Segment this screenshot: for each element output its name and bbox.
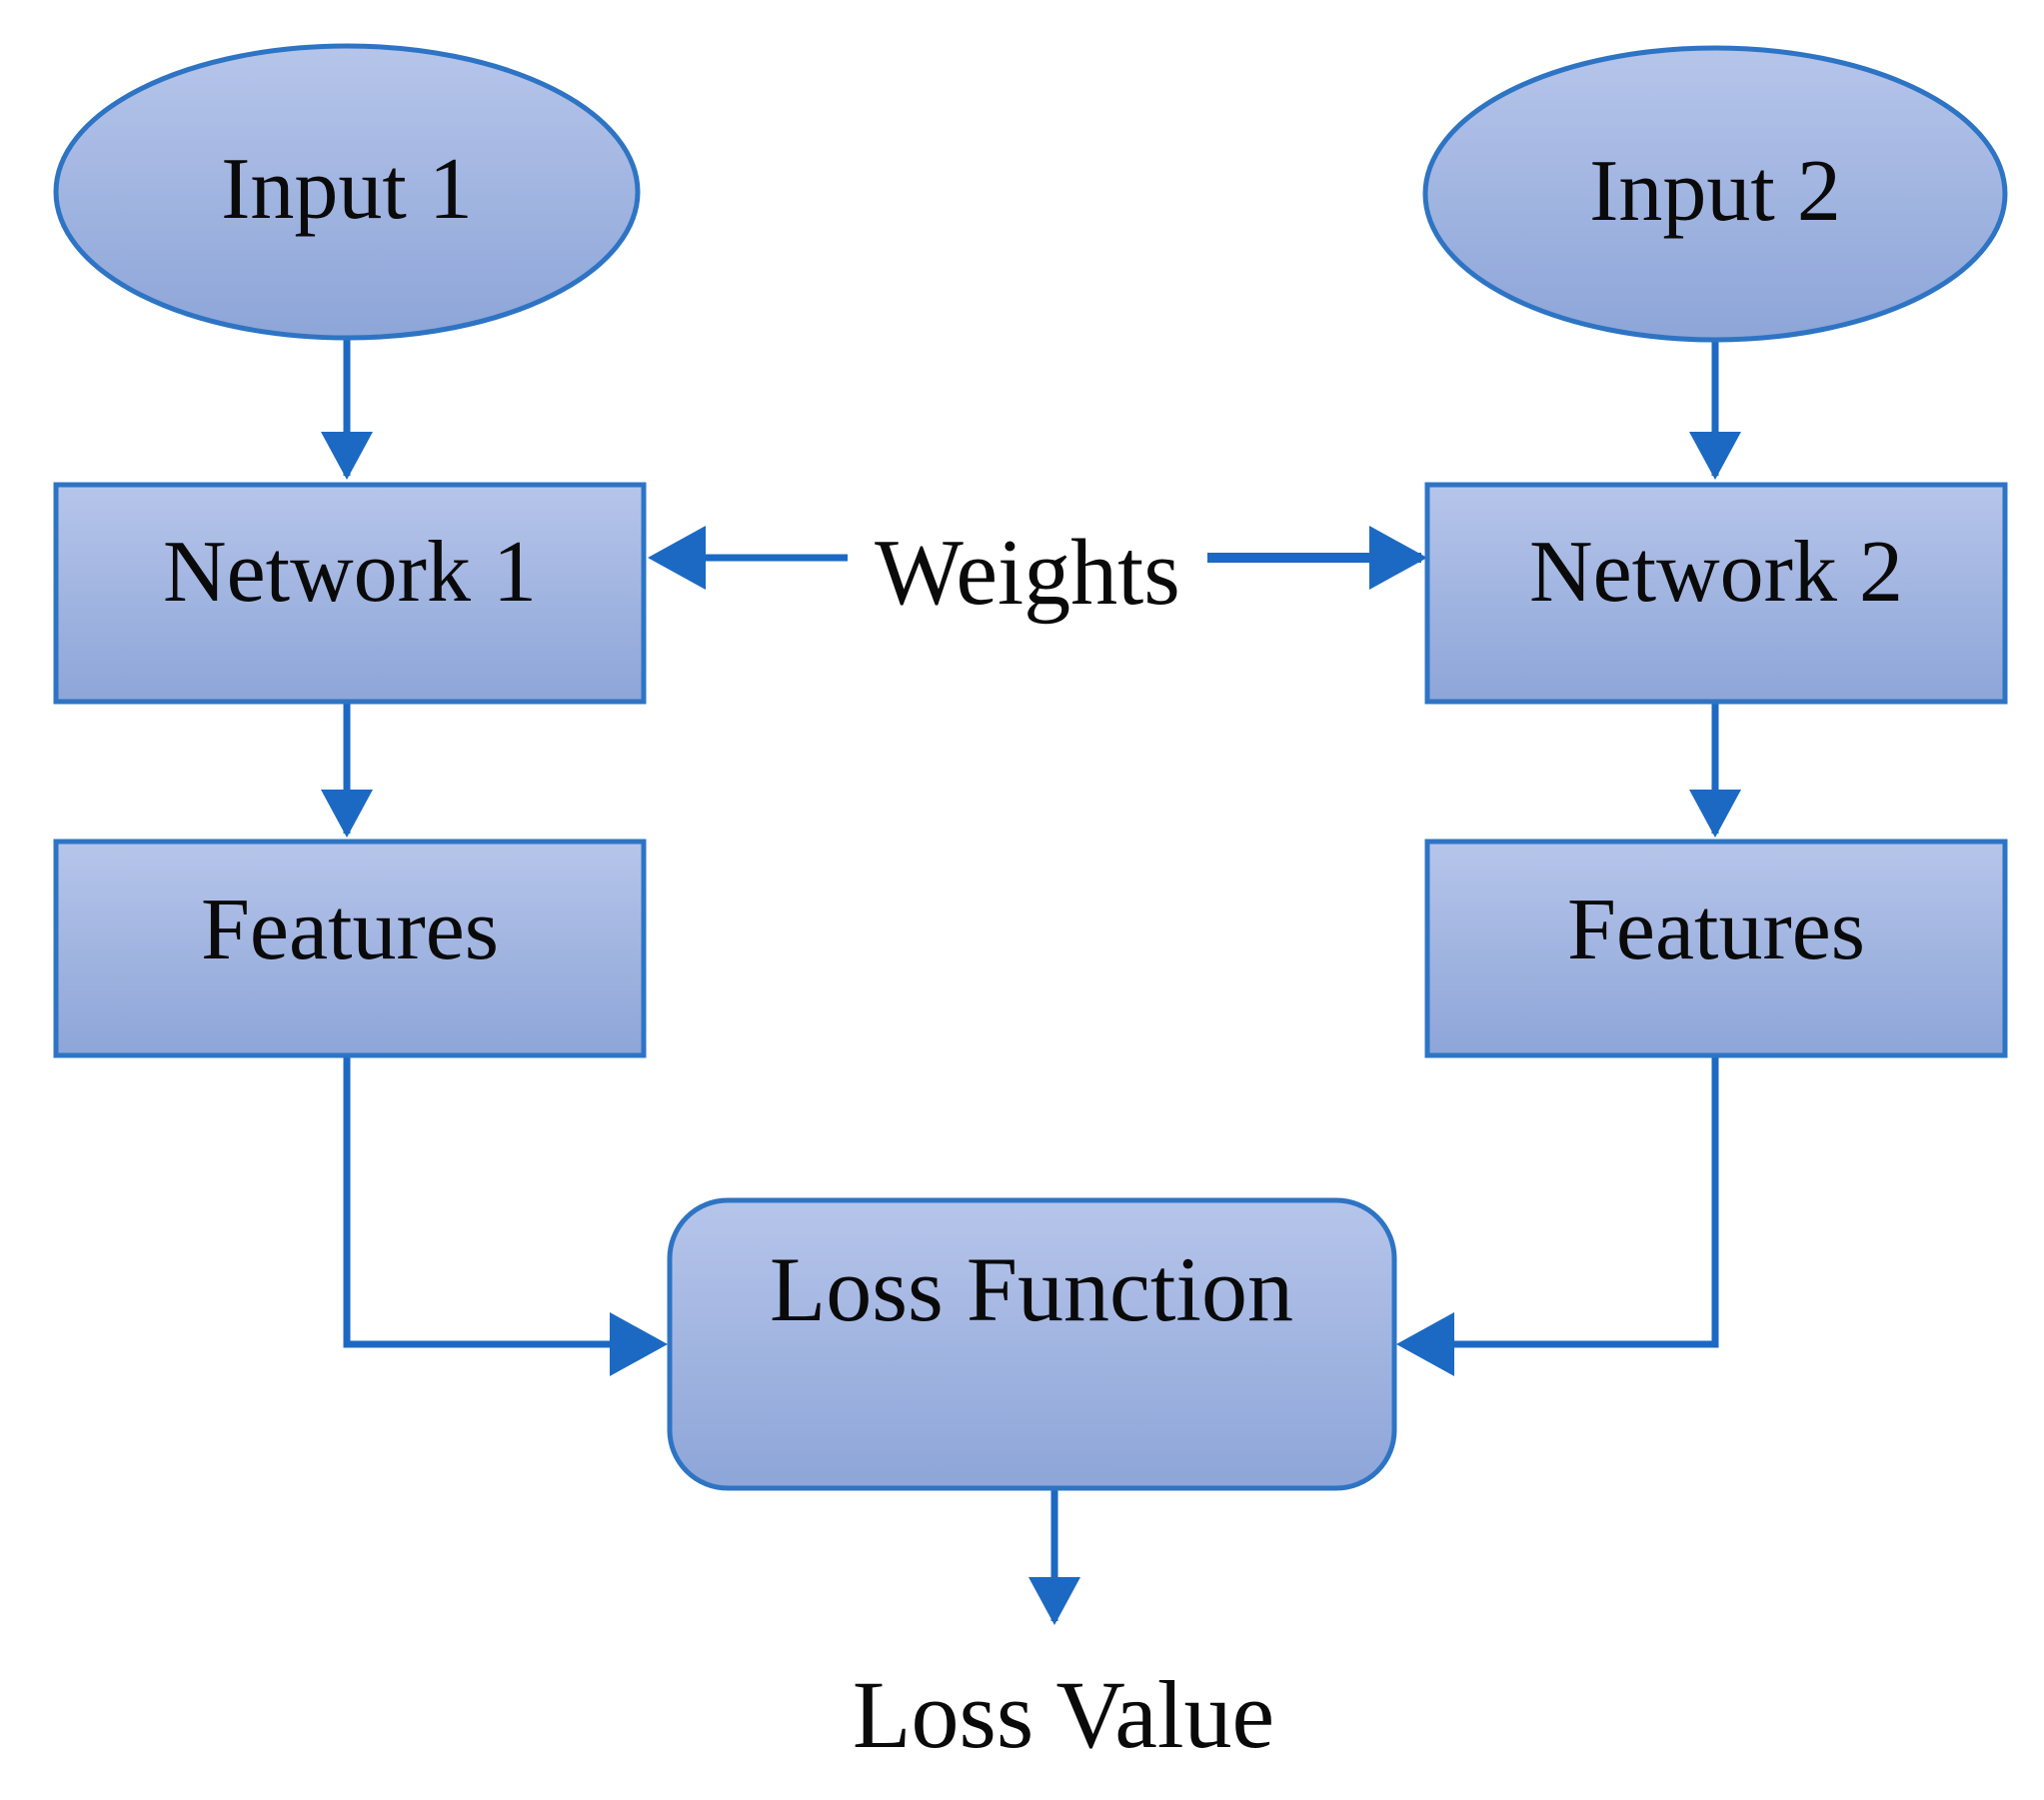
arrow-features2-to-loss-function <box>1396 1055 1719 1376</box>
node-features-right-label: Features <box>1567 882 1865 978</box>
node-loss-function-label: Loss Function <box>770 1238 1293 1340</box>
node-features-right-shape <box>1424 839 2008 1058</box>
node-network-1-label: Network 1 <box>163 524 537 621</box>
node-features-left-shape <box>53 839 647 1058</box>
node-network-2-label: Network 2 <box>1529 524 1903 621</box>
node-network-1-shape <box>53 482 647 705</box>
weights-label: Weights <box>875 521 1180 625</box>
node-features-left-label: Features <box>201 882 499 978</box>
node-network-2-shape <box>1424 482 2008 705</box>
arrow-features1-to-loss-function <box>343 1055 668 1376</box>
node-input-1-shape <box>53 43 641 341</box>
node-loss-function-shape <box>667 1197 1397 1491</box>
node-input-1-label: Input 1 <box>221 141 473 238</box>
node-input-2-label: Input 2 <box>1589 143 1841 240</box>
node-input-2-shape <box>1422 45 2008 343</box>
loss-value-label: Loss Value <box>853 1661 1274 1768</box>
